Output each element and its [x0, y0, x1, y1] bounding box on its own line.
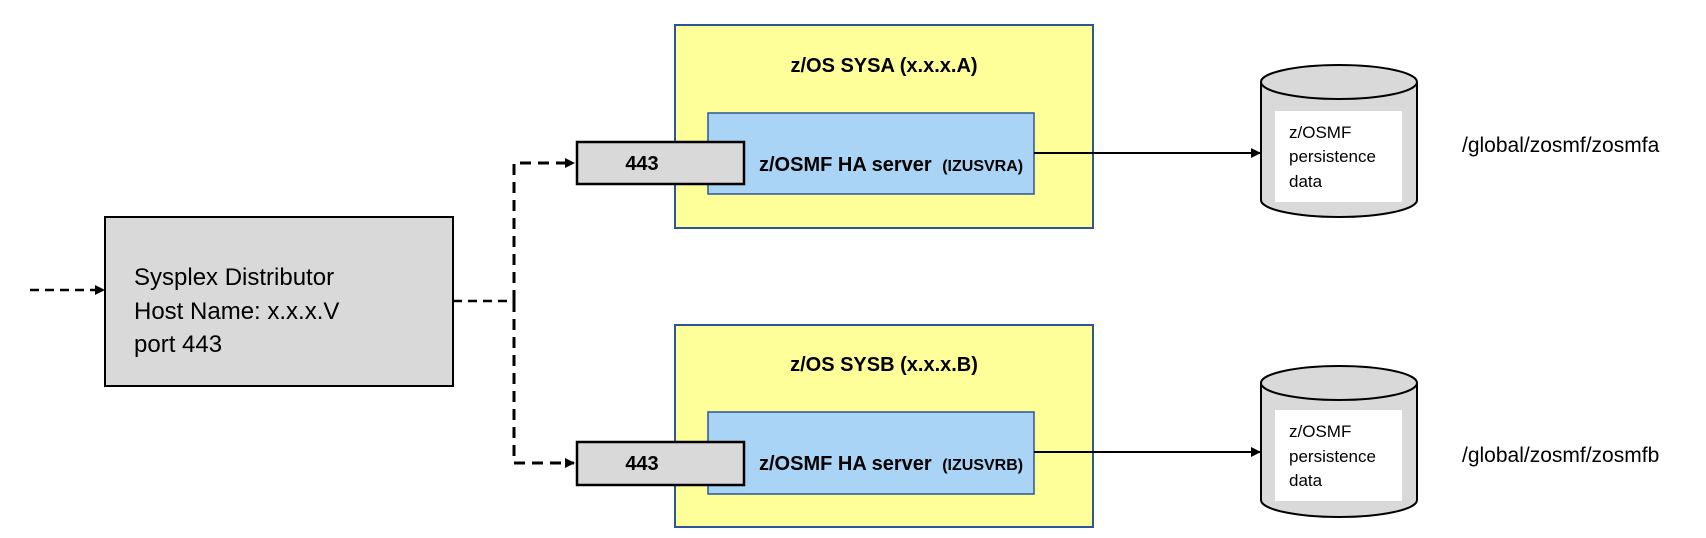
storage-a-line-2: persistence: [1289, 147, 1376, 166]
storage-a-path: /global/zosmf/zosmfa: [1462, 134, 1660, 157]
distributor-line-host: Host Name: x.x.x.V: [134, 298, 339, 325]
system-a-port-box: [575, 140, 746, 186]
storage-a: z/OSMF persistence data: [1260, 64, 1418, 218]
system-b-port-box: [575, 440, 746, 487]
system-b-server-id: (IZUSVRB): [942, 457, 1023, 474]
route-to-sysa: [512, 158, 575, 301]
sysplex-distributor: Sysplex Distributor Host Name: x.x.x.V p…: [104, 216, 454, 387]
route-to-sysb: [512, 301, 575, 468]
distributor-box: [104, 216, 454, 387]
storage-b-path: /global/zosmf/zosmfb: [1462, 444, 1659, 467]
system-b-server-label: z/OSMF HA server (IZUSVRB): [759, 453, 1023, 475]
routing-connectors: [453, 158, 575, 468]
system-a-port-label: 443: [625, 153, 658, 175]
system-b-server-name: z/OSMF HA server: [759, 453, 932, 475]
storage-b-label-panel: [1275, 410, 1402, 501]
system-b-port-label: 443: [625, 453, 658, 475]
storage-b-line-3: data: [1289, 471, 1323, 490]
storage-a-cylinder-top: [1260, 64, 1418, 100]
system-b: z/OS SYSB (x.x.x.B) 443 z/OSMF HA server…: [575, 324, 1261, 528]
system-a-title: z/OS SYSA (x.x.x.A): [790, 55, 977, 77]
system-b-title: z/OS SYSB (x.x.x.B): [790, 354, 978, 376]
storage-b-line-2: persistence: [1289, 447, 1376, 466]
system-a-server-name: z/OSMF HA server: [759, 154, 932, 176]
storage-a-line-1: z/OSMF: [1289, 123, 1351, 142]
distributor-line-port: port 443: [134, 331, 222, 358]
system-a: z/OS SYSA (x.x.x.A) 443 z/OSMF HA server…: [575, 24, 1261, 229]
storage-a-line-3: data: [1289, 172, 1323, 191]
storage-b-cylinder-top: [1260, 365, 1418, 401]
storage-a-label-panel: [1275, 111, 1402, 202]
storage-b-line-1: z/OSMF: [1289, 422, 1351, 441]
storage-b: z/OSMF persistence data: [1260, 365, 1418, 518]
system-a-server-label: z/OSMF HA server (IZUSVRA): [759, 154, 1023, 176]
distributor-line-name: Sysplex Distributor: [134, 264, 334, 291]
system-a-server-id: (IZUSVRA): [942, 158, 1023, 175]
